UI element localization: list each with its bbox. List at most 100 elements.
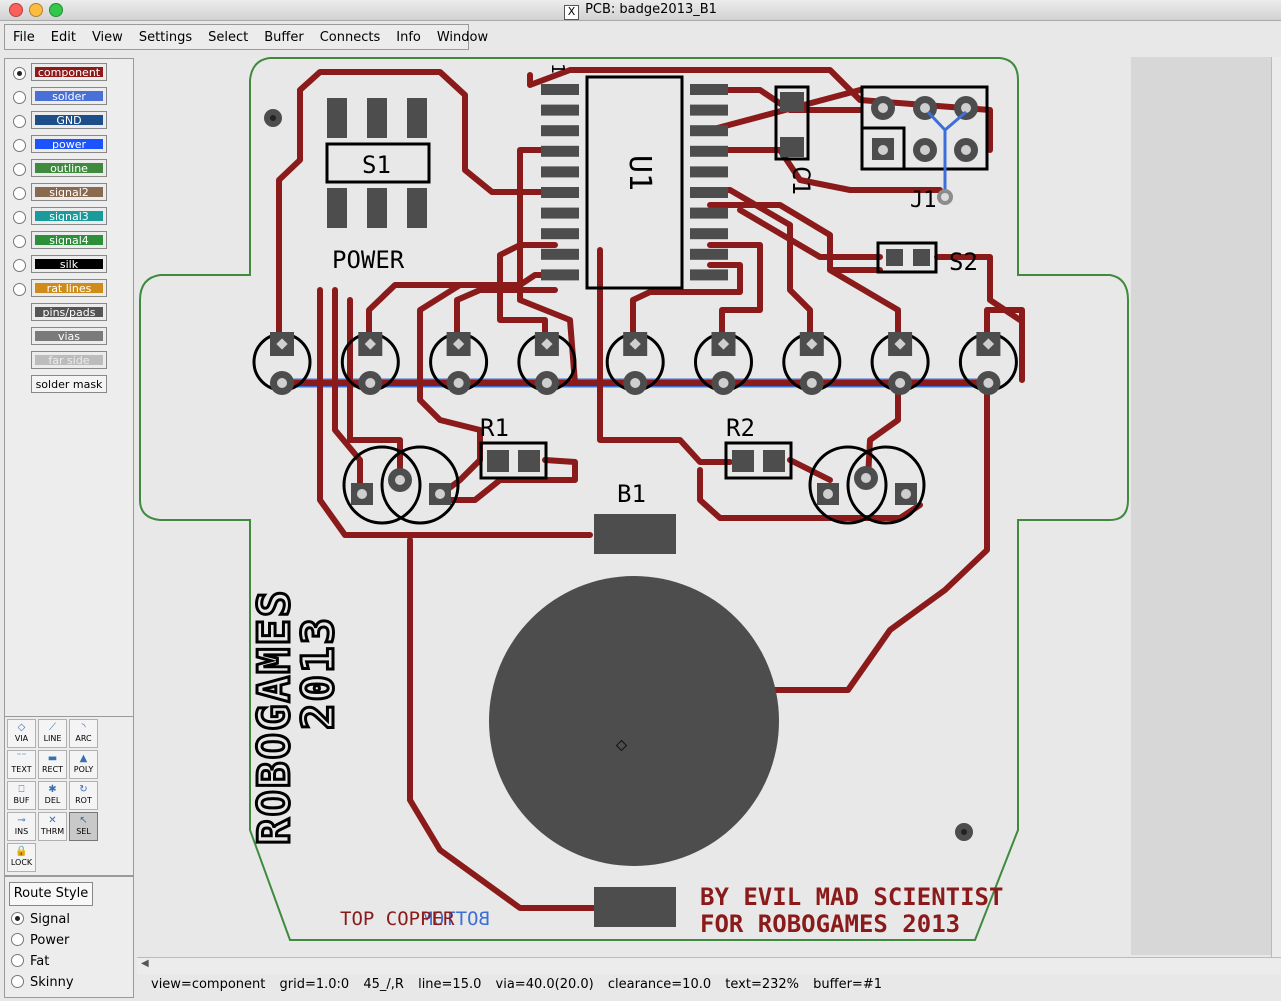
layer-row-signal2[interactable]: signal2: [5, 183, 133, 203]
tool-text-button[interactable]: ¨¨TEXT: [7, 750, 36, 779]
layer-select-radio[interactable]: [13, 235, 26, 248]
c1-pad-b: [780, 137, 804, 157]
scroll-left-arrow-icon[interactable]: ◀: [141, 958, 149, 969]
layer-row-signal3[interactable]: signal3: [5, 207, 133, 227]
layer-select-radio[interactable]: [13, 163, 26, 176]
route-option-power[interactable]: Power: [11, 932, 69, 948]
label-j1: J1: [910, 188, 937, 213]
layer-toggle-button[interactable]: GND: [31, 111, 107, 129]
vertical-scrollbar[interactable]: [1271, 57, 1281, 957]
layer-row-vias[interactable]: vias: [5, 327, 133, 347]
route-option-skinny[interactable]: Skinny: [11, 974, 74, 990]
layer-toggle-button[interactable]: vias: [31, 327, 107, 345]
layer-row-gnd[interactable]: GND: [5, 111, 133, 131]
layer-toggle-button[interactable]: silk: [31, 255, 107, 273]
menu-info[interactable]: Info: [396, 29, 421, 45]
layer-toggle-button[interactable]: pins/pads: [31, 303, 107, 321]
layer-toggle-button[interactable]: outline: [31, 159, 107, 177]
layer-toggle-button[interactable]: rat lines: [31, 279, 107, 297]
window-title: PCB: badge2013_B1: [585, 2, 717, 17]
minimize-window-button[interactable]: [29, 3, 43, 17]
tool-via-button[interactable]: ◇VIA: [7, 719, 36, 748]
layer-select-radio[interactable]: [13, 67, 26, 80]
tool-thrm-button[interactable]: ✕THRM: [38, 812, 67, 841]
menu-settings[interactable]: Settings: [138, 29, 193, 45]
layer-row-silk[interactable]: silk: [5, 255, 133, 275]
layer-row-power[interactable]: power: [5, 135, 133, 155]
route-option-signal[interactable]: Signal: [11, 911, 70, 927]
menu-edit[interactable]: Edit: [50, 29, 76, 45]
layer-select-radio[interactable]: [13, 91, 26, 104]
tool-ins-button[interactable]: ⊸INS: [7, 812, 36, 841]
menu-file[interactable]: File: [13, 29, 35, 45]
layer-row-signal4[interactable]: signal4: [5, 231, 133, 251]
layer-label: outline: [35, 163, 103, 175]
tool-label: BUF: [13, 796, 30, 805]
layer-row-far-side[interactable]: far side: [5, 351, 133, 371]
layer-toggle-button[interactable]: component: [31, 63, 107, 81]
menu-view[interactable]: View: [91, 29, 123, 45]
top-copper-label: TOP COPPER: [340, 908, 455, 930]
zoom-window-button[interactable]: [49, 3, 63, 17]
label-power: POWER: [332, 246, 405, 274]
layer-toggle-button[interactable]: power: [31, 135, 107, 153]
pcb-canvas[interactable]: S1 POWER U1 1 C1 J1 S2: [137, 57, 1271, 955]
x11-icon: X: [564, 5, 580, 20]
route-fat-radio[interactable]: [11, 954, 24, 967]
layer-select-radio[interactable]: [13, 259, 26, 272]
menu-buffer[interactable]: Buffer: [264, 29, 304, 45]
tool-lock-button[interactable]: 🔒LOCK: [7, 843, 36, 872]
status-clearance: clearance=10.0: [607, 977, 712, 992]
layer-toggle-button[interactable]: far side: [31, 351, 107, 369]
pcb-board-drawing[interactable]: S1 POWER U1 1 C1 J1 S2: [137, 57, 1271, 955]
layer-label: far side: [35, 355, 103, 367]
layer-toggle-button[interactable]: solder: [31, 87, 107, 105]
layer-row-outline[interactable]: outline: [5, 159, 133, 179]
route-option-fat[interactable]: Fat: [11, 953, 49, 969]
tool-poly-button[interactable]: ▲POLY: [69, 750, 98, 779]
route-power-radio[interactable]: [11, 933, 24, 946]
layer-select-radio[interactable]: [13, 115, 26, 128]
layer-toggle-button[interactable]: signal2: [31, 183, 107, 201]
layer-toggle-button[interactable]: solder mask: [31, 375, 107, 393]
label-b1: B1: [617, 480, 646, 508]
route-fat-label: Fat: [30, 954, 50, 969]
layer-label: rat lines: [35, 283, 103, 295]
tool-rect-button[interactable]: ▬RECT: [38, 750, 67, 779]
status-line: line=15.0: [418, 977, 482, 992]
horizontal-scrollbar[interactable]: ◀: [137, 957, 1281, 974]
tool-rot-button[interactable]: ↻ROT: [69, 781, 98, 810]
led-pad-marker: [982, 338, 995, 350]
u1-pads: [541, 84, 728, 281]
menu-connects[interactable]: Connects: [319, 29, 381, 45]
tool-del-button[interactable]: ✱DEL: [38, 781, 67, 810]
tool-buf-button[interactable]: ⎕BUF: [7, 781, 36, 810]
robogames-logo: ROBOGAMES: [249, 589, 300, 845]
layer-select-radio[interactable]: [13, 211, 26, 224]
layer-row-rat-lines[interactable]: rat lines: [5, 279, 133, 299]
layer-row-solder-mask[interactable]: solder mask: [5, 375, 133, 395]
led-pad-marker: [717, 338, 730, 350]
layer-toggle-button[interactable]: signal3: [31, 207, 107, 225]
layer-select-radio[interactable]: [13, 283, 26, 296]
layer-toggle-button[interactable]: signal4: [31, 231, 107, 249]
tool-arc-button[interactable]: ◝ARC: [69, 719, 98, 748]
layer-row-component[interactable]: component: [5, 63, 133, 83]
led-pad-hole: [365, 378, 376, 388]
menu-select[interactable]: Select: [208, 29, 249, 45]
layer-select-radio[interactable]: [13, 139, 26, 152]
layer-select-radio[interactable]: [13, 187, 26, 200]
s1-pads: [327, 98, 427, 228]
r2-silk: [724, 441, 793, 480]
u1-left-pad: [541, 187, 579, 198]
tool-line-button[interactable]: ⟋LINE: [38, 719, 67, 748]
route-style-button[interactable]: Route Style: [9, 882, 93, 906]
close-window-button[interactable]: [9, 3, 23, 17]
menu-window[interactable]: Window: [436, 29, 489, 45]
tool-sel-button[interactable]: ↖SEL: [69, 812, 98, 841]
route-skinny-radio[interactable]: [11, 975, 24, 988]
layer-row-pins-pads[interactable]: pins/pads: [5, 303, 133, 323]
route-signal-radio[interactable]: [11, 912, 24, 925]
layer-row-solder[interactable]: solder: [5, 87, 133, 107]
